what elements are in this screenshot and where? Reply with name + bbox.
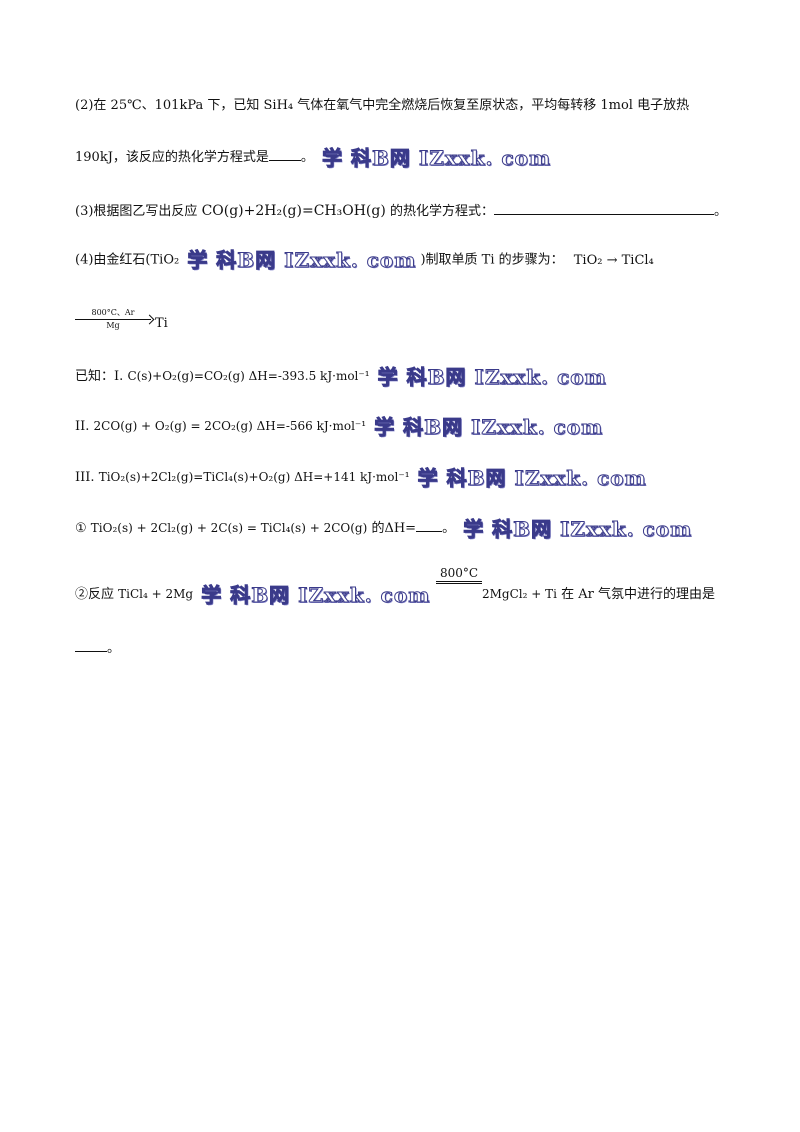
q4-line: (4)由金红石(TiO₂ 学 科B网 IZxxk. com)制取单质 Ti 的步…: [75, 250, 654, 271]
sub2-products: 2MgCl₂ + Ti: [482, 587, 557, 601]
equation-1: C(s)+O₂(g)=CO₂(g) ΔH=-393.5 kJ·mol⁻¹: [127, 369, 370, 383]
sub2-answer-line: 。: [75, 637, 120, 659]
answer-blank[interactable]: [493, 200, 714, 215]
known-eq2: II. 2CO(g) + O₂(g) = 2CO₂(g) ΔH=-566 kJ·…: [75, 414, 604, 439]
watermark-logo: 学 科B网 IZxxk. com: [201, 582, 431, 607]
q2-text: (2)在 25℃、101kPa 下，已知 SiH₄ 气体在氧气中完全燃烧后恢复至…: [75, 98, 690, 113]
watermark-logo: 学 科B网 IZxxk. com: [463, 516, 693, 541]
sub1-line: ① TiO₂(s) + 2Cl₂(g) + 2C(s) = TiCl₄(s) +…: [75, 516, 693, 541]
q3-prefix: (3)根据图乙写出反应: [75, 204, 198, 219]
q4-product: Ti: [155, 316, 168, 331]
sub2-tail: 2MgCl₂ + Ti 在 Ar 气氛中进行的理由是: [482, 587, 715, 602]
answer-blank[interactable]: [416, 517, 443, 532]
watermark-logo: 学 科B网 IZxxk. com: [377, 364, 607, 389]
sub1-equation: TiO₂(s) + 2Cl₂(g) + 2C(s) = TiCl₄(s) + 2…: [90, 521, 368, 535]
answer-blank[interactable]: [268, 146, 301, 161]
reaction-arrow: 800°C、Ar Mg: [75, 307, 165, 330]
q4-prefix: (4)由金红石(: [75, 252, 151, 268]
q3-line: (3)根据图乙写出反应 CO(g)+2H₂(g)=CH₃OH(g) 的热化学方程…: [75, 200, 727, 222]
q4-tio2: TiO₂: [150, 252, 180, 268]
reaction-condition: 800°C: [436, 566, 482, 584]
equation-2: 2CO(g) + O₂(g) = 2CO₂(g) ΔH=-566 kJ·mol⁻…: [93, 419, 367, 433]
arrow-condition-top: 800°C、Ar: [91, 308, 135, 317]
q3-suffix: 的热化学方程式：: [389, 204, 494, 219]
q2-answer-prompt: 190kJ，该反应的热化学方程式是: [75, 150, 269, 165]
q3-equation: CO(g)+2H₂(g)=CH₃OH(g): [201, 203, 386, 219]
watermark-logo: 学 科B网 IZxxk. com: [417, 465, 647, 490]
watermark-logo: 学 科B网 IZxxk. com: [322, 145, 552, 170]
right-arrow-icon: [75, 319, 151, 320]
known-eq1: 已知：I. C(s)+O₂(g)=CO₂(g) ΔH=-393.5 kJ·mol…: [75, 364, 607, 389]
known-eq3: III. TiO₂(s)+2Cl₂(g)=TiCl₄(s)+O₂(g) ΔH=+…: [75, 465, 647, 490]
q4-mid: )制取单质 Ti 的步骤为：: [420, 252, 564, 268]
equilibrium-lines: [436, 581, 482, 584]
sub2-line: ②反应 TiCl₄ + 2Mg 学 科B网 IZxxk. com: [75, 582, 431, 607]
condition-temp: 800°C: [439, 566, 479, 580]
watermark-logo: 学 科B网 IZxxk. com: [374, 414, 604, 439]
q4-steps: TiO₂ → TiCl₄: [573, 252, 654, 268]
answer-blank[interactable]: [75, 637, 107, 652]
q2-line2: 190kJ，该反应的热化学方程式是。 学 科B网 IZxxk. com: [75, 145, 552, 170]
q2-line1: (2)在 25℃、101kPa 下，已知 SiH₄ 气体在氧气中完全燃烧后恢复至…: [75, 96, 689, 116]
sub2-reactants: TiCl₄ + 2Mg: [118, 587, 194, 601]
watermark-logo: 学 科B网 IZxxk. com: [187, 248, 417, 272]
arrow-condition-bottom: Mg: [106, 321, 120, 330]
equation-3: TiO₂(s)+2Cl₂(g)=TiCl₄(s)+O₂(g) ΔH=+141 k…: [98, 470, 410, 484]
